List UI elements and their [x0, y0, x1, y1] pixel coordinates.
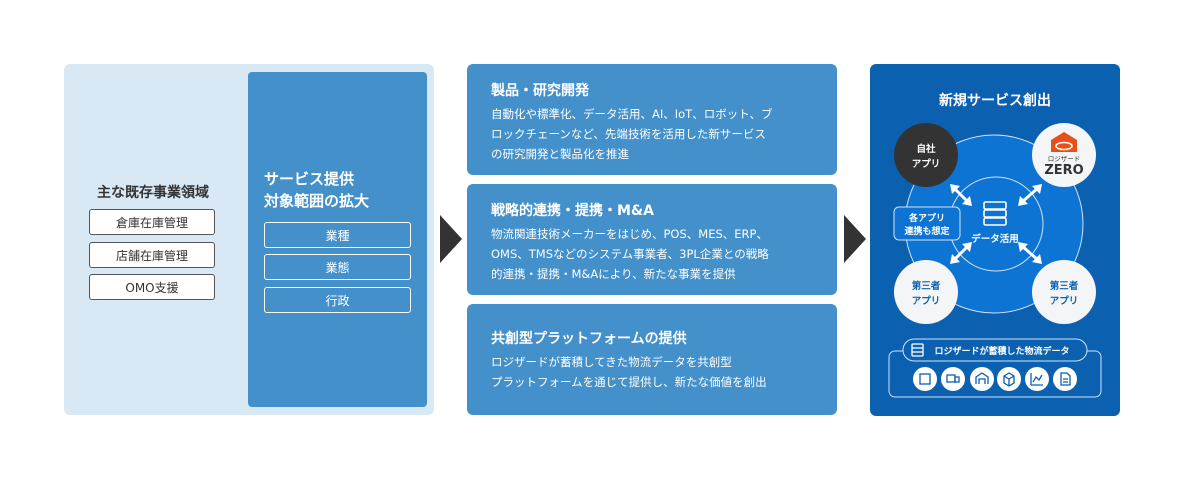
chart-icon: [1025, 367, 1049, 391]
note-line: 連携も想定: [904, 225, 950, 237]
existing-business-panel: 主な既存事業領域 倉庫在庫管理 店舗在庫管理 OMO支援 サービス提供 対象範囲…: [64, 64, 434, 415]
own-app-label: 自社: [916, 143, 936, 155]
business-item: OMO支援: [89, 274, 215, 300]
alliance-box: 戦略的連携・提携・M&A 物流関連技術メーカーをはじめ、POS、MES、ERP、…: [467, 184, 837, 295]
inner-circle: [948, 176, 1044, 272]
scan-icon: [913, 367, 937, 391]
alliance-title: 戦略的連携・提携・M&A: [491, 203, 654, 219]
new-service-title: 新規サービス創出: [939, 92, 1051, 109]
third-party-label: アプリ: [912, 295, 941, 307]
note-line: 各アプリ: [908, 212, 945, 224]
title-line: 対象範囲の拡大: [264, 192, 370, 210]
arrows-icon: [952, 186, 1039, 262]
logizard-zero-circle: [1032, 123, 1096, 187]
own-app-label: アプリ: [912, 158, 941, 170]
third-party-app-circle: [1032, 260, 1096, 324]
platform-line: ロジザードが蓄積してきた物流データを共創型: [491, 355, 732, 369]
rd-box: 製品・研究開発 自動化や標準化、データ活用、AI、IoT、ロボット、ブ ロックチ…: [467, 64, 837, 175]
arrow-right-icon: [440, 215, 462, 263]
title-line: サービス提供: [264, 170, 355, 188]
logo-text: ZERO: [1044, 163, 1083, 178]
truck-icon: [941, 367, 965, 391]
alliance-line: 物流関連技術メーカーをはじめ、POS、MES、ERP、: [491, 227, 768, 241]
service-scope-panel: サービス提供 対象範囲の拡大 業種 業態 行政: [248, 72, 427, 407]
logizard-zero-logo: ロジザード ZERO: [1044, 132, 1084, 178]
third-party-label: アプリ: [1050, 295, 1079, 307]
scope-item: 業種: [264, 222, 411, 248]
alliance-line: 的連携・提携・M&Aにより、新たな事業を提供: [491, 267, 736, 281]
business-item: 店舗在庫管理: [89, 242, 215, 268]
business-item: 倉庫在庫管理: [89, 209, 215, 235]
third-party-label: 第三者: [1050, 280, 1079, 292]
third-party-app-circle: [894, 260, 958, 324]
own-app-circle: [894, 123, 958, 187]
data-label-pill: [902, 338, 1088, 362]
server-icon: [983, 201, 1007, 226]
platform-line: プラットフォームを通じて提供し、新たな価値を創出: [491, 375, 767, 389]
database-icon: [911, 343, 924, 357]
arrow-right-icon: [844, 215, 866, 263]
third-party-label: 第三者: [912, 280, 941, 292]
integration-note: [893, 206, 961, 241]
service-scope-title: サービス提供 対象範囲の拡大: [264, 168, 369, 212]
rd-line: 自動化や標準化、データ活用、AI、IoT、ロボット、ブ: [491, 107, 773, 121]
data-utilization-label: データ活用: [971, 233, 1019, 245]
alliance-line: OMS、TMSなどのシステム事業者、3PL企業との戦略: [491, 247, 769, 261]
rd-line: の研究開発と製品化を推進: [491, 147, 629, 161]
rd-line: ロックチェーンなど、先端技術を活用した新サービス: [491, 127, 766, 141]
data-label: ロジザードが蓄積した物流データ: [934, 345, 1069, 357]
existing-business-title: 主な既存事業領域: [97, 185, 209, 201]
scope-item: 行政: [264, 287, 411, 313]
rd-title: 製品・研究開発: [491, 83, 589, 99]
platform-title: 共創型プラットフォームの提供: [491, 331, 687, 347]
platform-box: 共創型プラットフォームの提供 ロジザードが蓄積してきた物流データを共創型 プラッ…: [467, 304, 837, 415]
new-service-panel: 新規サービス創出 データ活用 各アプリ 連携も想定 自社 アプリ ロジザード Z…: [870, 64, 1120, 416]
scope-item: 業態: [264, 254, 411, 280]
logo-text: ロジザード: [1048, 155, 1081, 163]
